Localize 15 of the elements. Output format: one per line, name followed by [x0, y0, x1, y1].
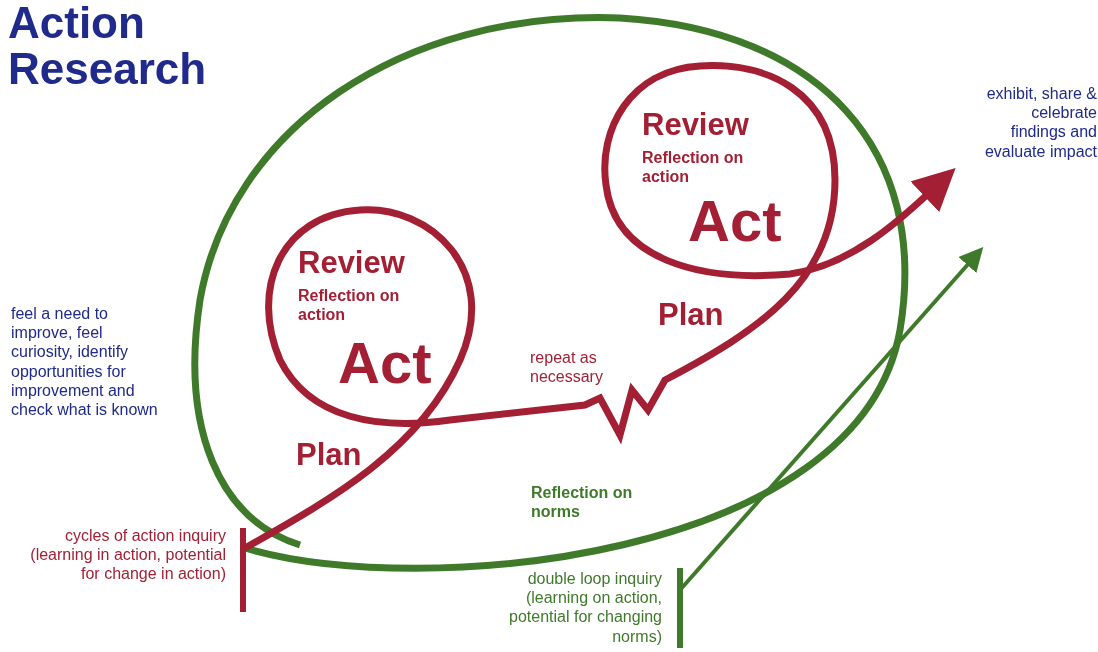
inquiry-note: cycles of action inquiry (learning in action, potential for change in action)	[30, 526, 226, 584]
stage-heading: Act	[338, 329, 432, 397]
stage-heading: Act	[688, 187, 782, 255]
stage-heading: Plan	[296, 436, 362, 474]
stage-subheading: Reflection on action	[298, 286, 401, 325]
title: Action Research	[8, 0, 208, 93]
outcome-note: exhibit, share & celebrate findings and evaluate impact	[983, 84, 1097, 161]
stage-heading: Review	[298, 244, 405, 282]
stage-heading: Plan	[658, 296, 724, 334]
stage-subheading: Reflection on action	[642, 148, 745, 187]
repeat-note: repeat as necessary	[530, 348, 604, 387]
inquiry-note: double loop inquiry (learning on action, potential for changing norms)	[508, 569, 662, 646]
loop-label: Reflection on norms	[531, 483, 634, 522]
starting-note: feel a need to improve, feel curiosity, identify opportunities for improvement and check what is known	[11, 304, 159, 420]
stage-heading: Review	[642, 106, 749, 144]
